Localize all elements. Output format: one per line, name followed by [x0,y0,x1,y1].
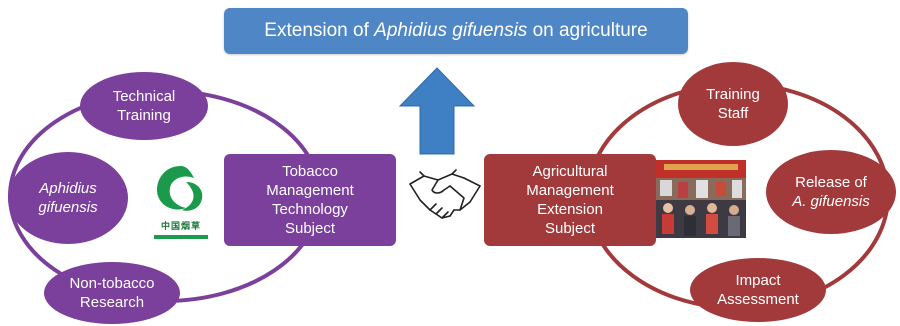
china-tobacco-logo: 中国烟草 [146,160,216,240]
event-photo [656,160,746,238]
release-node: Release of A. gifuensis [766,150,896,234]
title-box: Extension of Aphidius gifuensis on agric… [224,8,688,54]
training-staff-node: Training Staff [678,62,788,146]
logo-underline [154,235,208,239]
non-tobacco-line1: Non-tobacco [69,275,155,292]
agri-subject-line3: Extension [537,201,603,218]
release-line2: A. gifuensis [792,193,870,210]
training-staff-line1: Training [706,86,760,103]
agri-subject-line2: Management [526,182,614,199]
technical-training-line1: Technical [112,88,176,105]
impact-assessment-node: Impact Assessment [690,258,826,322]
non-tobacco-line2: Research [79,294,145,311]
aphidius-line2: gifuensis [38,199,98,216]
agri-subject-line1: Agricultural [532,163,608,180]
tobacco-subject-line2: Management [266,182,354,199]
tobacco-leaf-icon [156,166,203,211]
tobacco-subject-line1: Tobacco [282,163,338,180]
up-arrow-icon [398,67,476,155]
impact-line1: Impact [735,272,781,289]
agri-subject-line4: Subject [544,220,596,237]
tobacco-subject-line3: Technology [272,201,348,218]
training-staff-line2: Staff [717,105,749,122]
tobacco-subject-box: Tobacco Management Technology Subject [224,154,396,246]
technical-training-line2: Training [117,107,171,124]
agricultural-subject-box: Agricultural Management Extension Subjec… [484,154,656,246]
aphidius-gifuensis-node: Aphidius gifuensis [8,152,128,244]
logo-text: 中国烟草 [160,221,201,231]
aphidius-line1: Aphidius [39,180,97,197]
handshake-icon [409,169,481,219]
impact-line2: Assessment [717,291,799,308]
non-tobacco-research-node: Non-tobacco Research [44,262,180,324]
release-line1: Release of [795,174,867,191]
title-species: Aphidius gifuensis [374,20,528,41]
title-prefix: Extension of [264,20,375,41]
technical-training-node: Technical Training [80,72,208,140]
tobacco-subject-line4: Subject [284,220,336,237]
title-suffix: on agriculture [527,20,648,41]
